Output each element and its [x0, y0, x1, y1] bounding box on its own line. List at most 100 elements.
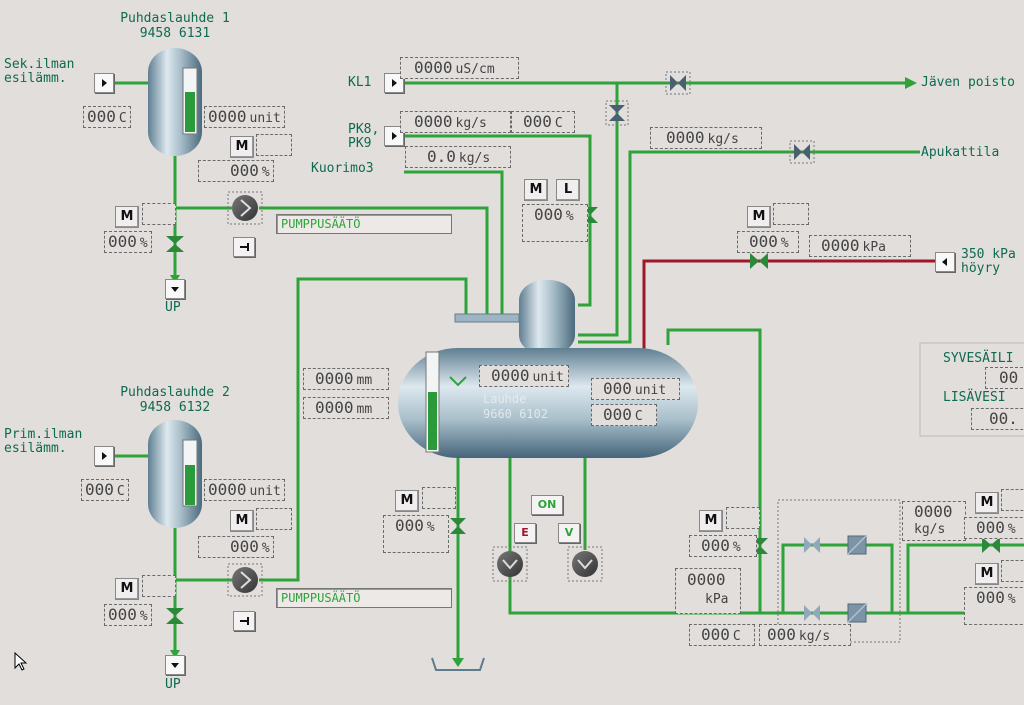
- pump-icon[interactable]: [227, 191, 263, 225]
- value: 0000: [821, 236, 860, 255]
- value: 000: [108, 605, 137, 624]
- manual-button[interactable]: M: [975, 492, 999, 514]
- up2-label: UP: [165, 677, 181, 692]
- pump2-control-field[interactable]: PUMPPUSÄÄTÖ: [276, 588, 452, 608]
- manual-button[interactable]: M: [115, 578, 139, 600]
- value: 0.0: [427, 147, 456, 166]
- unit-label: kg/s: [455, 116, 487, 131]
- value: 000: [749, 232, 778, 251]
- value: 0000: [687, 570, 726, 589]
- mode-indicator: [142, 575, 176, 597]
- down-arrow-icon: [171, 287, 179, 292]
- unit-label: %: [732, 540, 741, 555]
- steam-pipe: [642, 259, 945, 350]
- e-button[interactable]: E: [514, 523, 536, 543]
- tank2-temp-value: 000: [85, 480, 114, 499]
- tank2-vessel: [148, 420, 202, 528]
- value: 0000: [414, 58, 453, 77]
- sek-label: Sek.ilman esilämm.: [4, 57, 75, 86]
- pump1-control-field[interactable]: PUMPPUSÄÄTÖ: [276, 214, 452, 234]
- manual-button[interactable]: M: [975, 563, 999, 585]
- value: 0000: [666, 128, 705, 147]
- filter-group-frame: [777, 499, 901, 643]
- tank2-name: Puhdaslauhde 2: [120, 385, 230, 400]
- on-button[interactable]: ON: [531, 495, 563, 515]
- unit-label: C: [118, 111, 127, 126]
- up2-nav-button[interactable]: [165, 655, 185, 675]
- value: 0000: [491, 366, 530, 385]
- unit-label: kPa: [705, 592, 729, 607]
- tank1-level-value: 0000: [208, 107, 247, 126]
- down-arrow-icon: [171, 663, 179, 668]
- valve-icon[interactable]: [605, 71, 815, 164]
- value: 000: [395, 516, 424, 535]
- steam-nav-button[interactable]: [935, 252, 955, 272]
- pump1-settings-button[interactable]: [233, 237, 255, 257]
- unit-label: %: [1007, 592, 1016, 607]
- unit-label: C: [116, 484, 125, 499]
- unit-label: %: [780, 236, 789, 251]
- valve-icon[interactable]: [804, 537, 820, 621]
- pump2-settings-button[interactable]: [233, 611, 255, 631]
- mode-indicator: [773, 203, 809, 225]
- value: 000: [108, 232, 137, 251]
- unit-label: C: [634, 409, 643, 424]
- unit-label: %: [565, 209, 574, 224]
- tank1-code: 9458 6131: [139, 26, 211, 41]
- manual-button[interactable]: M: [747, 206, 771, 228]
- value: 000: [976, 518, 1005, 537]
- unit-label: kg/s: [798, 629, 831, 644]
- ml-valve-position: 000%: [522, 204, 588, 242]
- mode-indicator: [422, 487, 456, 509]
- tank1-name: Puhdaslauhde 1: [120, 11, 230, 26]
- manual-button[interactable]: M: [230, 136, 254, 158]
- value: 000: [701, 536, 730, 555]
- manual-button[interactable]: M: [395, 490, 419, 512]
- up1-nav-button[interactable]: [165, 279, 185, 299]
- pump-icon[interactable]: [567, 546, 603, 582]
- mode-indicator: [1001, 489, 1024, 511]
- pump-icon[interactable]: [227, 563, 263, 597]
- control-icon: [240, 243, 249, 251]
- mode-indicator: [726, 507, 760, 529]
- manual-button[interactable]: M: [524, 179, 548, 201]
- kl1-nav-button[interactable]: [384, 73, 404, 93]
- prim-label: Prim.ilman esilämm.: [4, 427, 83, 456]
- manual-button[interactable]: M: [115, 206, 139, 228]
- kl1-label: KL1: [348, 75, 372, 90]
- unit-label: kg/s: [914, 522, 946, 537]
- prim-nav-button[interactable]: [94, 446, 114, 466]
- unit-label: C: [732, 629, 741, 644]
- drain-basin: [431, 657, 485, 671]
- flow-arrow-icon: [905, 77, 917, 89]
- manual-button[interactable]: M: [230, 510, 254, 532]
- local-button[interactable]: L: [556, 179, 580, 201]
- right-valve-position: 000%: [689, 535, 757, 557]
- value: 000: [603, 405, 632, 424]
- value: 000: [230, 161, 259, 180]
- v-button[interactable]: V: [558, 523, 580, 543]
- syvesailio-value: 00: [985, 367, 1024, 389]
- value: 000: [534, 205, 563, 224]
- sek-nav-button[interactable]: [94, 73, 114, 93]
- pk-nav-button[interactable]: [384, 126, 404, 146]
- manual-button[interactable]: M: [699, 510, 723, 532]
- kuorimo-label: Kuorimo3: [311, 161, 374, 176]
- far-valve-2: 000%: [964, 587, 1024, 625]
- tank2-level-value: 0000: [208, 480, 247, 499]
- flow-arrow-icon: [452, 658, 464, 667]
- unit-label: kg/s: [458, 151, 491, 166]
- unit-label: %: [139, 236, 148, 251]
- pump-icon[interactable]: [492, 546, 528, 582]
- value: 000: [701, 625, 730, 644]
